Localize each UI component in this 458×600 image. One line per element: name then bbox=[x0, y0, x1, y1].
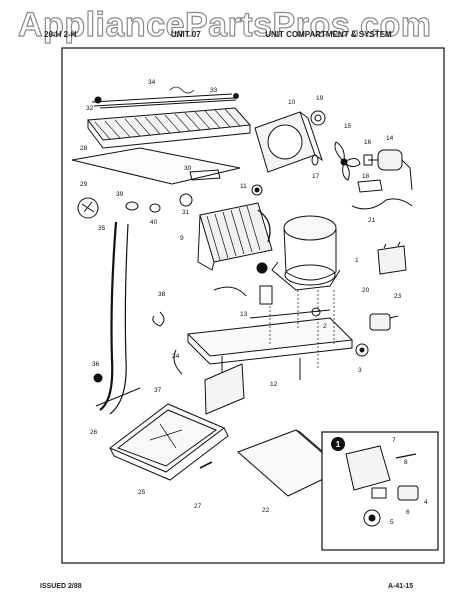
drain-pan bbox=[109, 403, 229, 481]
fan-wiring bbox=[351, 198, 413, 210]
callout-26: 26 bbox=[90, 429, 98, 436]
callout-38: 38 bbox=[158, 291, 166, 298]
callout-7: 7 bbox=[392, 437, 396, 444]
callout-11: 11 bbox=[240, 183, 247, 190]
callout-27: 27 bbox=[194, 503, 202, 510]
callout-8: 8 bbox=[404, 459, 408, 466]
callout-3: 3 bbox=[358, 367, 362, 374]
tube-clip bbox=[77, 193, 193, 219]
callout-5: 5 bbox=[390, 519, 394, 526]
inset-marker-label: 1 bbox=[336, 440, 341, 449]
callout-18: 18 bbox=[362, 173, 370, 180]
callout-34: 34 bbox=[148, 79, 156, 86]
header-section: UNIT COMPARTMENT & SYSTEM bbox=[265, 30, 392, 39]
callout-40: 40 bbox=[150, 219, 158, 226]
callout-17: 17 bbox=[312, 173, 320, 180]
header-title: 20-H 2-H UNIT 07 UNIT COMPARTMENT & SYST… bbox=[44, 30, 392, 39]
compressor bbox=[271, 215, 341, 291]
motor-bracket bbox=[363, 154, 373, 166]
callout-23: 23 bbox=[394, 293, 402, 300]
bracket-30 bbox=[189, 169, 221, 181]
callout-16: 16 bbox=[364, 139, 372, 146]
callout-25: 25 bbox=[138, 489, 146, 496]
grommet bbox=[311, 154, 319, 166]
condenser-block bbox=[197, 202, 273, 271]
base-rails bbox=[186, 309, 354, 415]
callout-6: 6 bbox=[406, 509, 410, 516]
callout-24: 24 bbox=[172, 353, 180, 360]
motor-mount bbox=[357, 179, 383, 193]
header-unit: UNIT 07 bbox=[170, 30, 201, 39]
tube-loop bbox=[213, 286, 247, 297]
shroud-grommet bbox=[251, 184, 263, 196]
callout-12: 12 bbox=[270, 381, 278, 388]
callout-32: 32 bbox=[86, 105, 94, 112]
callout-22: 22 bbox=[262, 507, 270, 514]
fan-blade bbox=[334, 141, 361, 181]
callout-9: 9 bbox=[180, 235, 184, 242]
callout-2: 2 bbox=[323, 323, 327, 330]
drain-plug bbox=[93, 373, 103, 383]
callout-35: 35 bbox=[98, 225, 106, 232]
callout-19: 19 bbox=[316, 95, 324, 102]
terminal-cover bbox=[355, 343, 369, 357]
fan-motor bbox=[368, 149, 413, 191]
page-number: A-41-15 bbox=[388, 583, 414, 590]
callout-10: 10 bbox=[288, 99, 296, 106]
drain-tray-sheet bbox=[71, 147, 241, 185]
condenser-coil bbox=[87, 107, 252, 149]
inset-marker-dot bbox=[256, 262, 268, 274]
wire-clip bbox=[152, 311, 165, 327]
callout-15: 15 bbox=[344, 123, 352, 130]
watermark-logo: AppliancePartsPros.com bbox=[17, 5, 432, 44]
callout-20: 20 bbox=[362, 287, 370, 294]
callout-31: 31 bbox=[182, 209, 190, 216]
header-model: 20-H 2-H bbox=[44, 30, 77, 39]
callout-4: 4 bbox=[424, 499, 428, 506]
inset-detail: 1 bbox=[321, 431, 439, 551]
callout-30: 30 bbox=[184, 165, 192, 172]
top-tubes bbox=[91, 86, 239, 109]
relay bbox=[369, 313, 399, 331]
callout-36: 36 bbox=[92, 361, 100, 368]
callout-1: 1 bbox=[355, 257, 359, 264]
callout-33: 33 bbox=[210, 87, 218, 94]
callout-29: 29 bbox=[80, 181, 88, 188]
drain-tube bbox=[95, 221, 141, 415]
callout-13: 13 bbox=[240, 311, 248, 318]
pan-bracket bbox=[199, 461, 213, 469]
callout-28: 28 bbox=[80, 145, 88, 152]
callout-14: 14 bbox=[386, 135, 394, 142]
diagram-frame bbox=[61, 47, 445, 564]
spacer-13 bbox=[259, 285, 273, 305]
wire-24 bbox=[173, 349, 183, 375]
callout-labels: 1 2 3 4 5 6 7 8 9 10 11 12 13 14 15 16 1… bbox=[80, 79, 428, 526]
capacitor bbox=[377, 241, 407, 275]
callout-21: 21 bbox=[368, 217, 376, 224]
fan-motor-grommet bbox=[310, 110, 326, 126]
callout-39: 39 bbox=[116, 191, 124, 198]
drain-fitting bbox=[125, 201, 161, 213]
issued-date: ISSUED 2/88 bbox=[40, 583, 82, 590]
callout-37: 37 bbox=[154, 387, 162, 394]
